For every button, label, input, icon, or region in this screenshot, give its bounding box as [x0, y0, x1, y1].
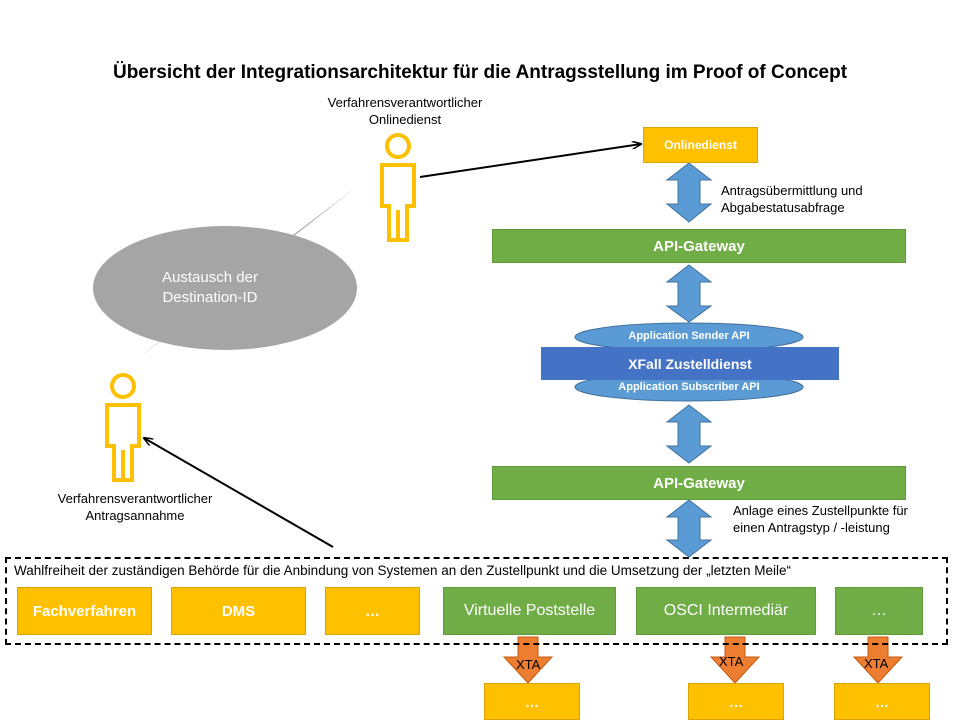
double-arrow-1-icon: [665, 162, 713, 223]
arrow-to-antragsannahme: [144, 438, 334, 548]
subscriber-api-label: Application Subscriber API: [618, 381, 760, 393]
note-antragsuebermittlung-line2: Abgabestatusabfrage: [721, 200, 845, 215]
arrow-to-onlinedienst: [419, 144, 641, 178]
note-antragsuebermittlung-line1: Antragsübermittlung und: [721, 183, 863, 198]
double-arrow-4-icon: [665, 499, 713, 558]
note-anlage-zustellpunkt-line1: Anlage eines Zustellpunkte für: [733, 503, 908, 518]
sender-api-label: Application Sender API: [628, 330, 750, 342]
speech-bubble: [93, 188, 357, 357]
xta-arrow-2-icon: [709, 636, 761, 684]
system-dms: DMS: [171, 587, 306, 635]
person-onlinedienst-icon: [380, 133, 416, 242]
bubble-text-line2: Destination-ID: [162, 289, 258, 306]
system-more-green: …: [835, 587, 923, 635]
person-onlinedienst-label: Verfahrensverantwortlicher Onlinedienst: [300, 94, 510, 128]
double-arrow-2-icon: [665, 264, 713, 323]
person-antragsannahme-label: Verfahrensverantwortlicher Antragsannahm…: [30, 490, 240, 524]
zustelldienst-group: [541, 322, 839, 402]
bubble-text: Austausch der Destination-ID: [130, 268, 290, 308]
xta-label-2: XTA: [719, 654, 744, 669]
api-gateway-bottom: API-Gateway: [492, 466, 906, 500]
system-fachverfahren: Fachverfahren: [17, 587, 152, 635]
xta-arrow-1-icon: [502, 636, 554, 684]
person-onlinedienst-label-line2: Onlinedienst: [368, 112, 442, 127]
note-antragsuebermittlung: Antragsübermittlung und Abgabestatusabfr…: [721, 182, 863, 216]
person-onlinedienst-label-line1: Verfahrensverantwortlicher: [327, 95, 483, 110]
diagram-title: Übersicht der Integrationsarchitektur fü…: [112, 62, 848, 83]
system-osci-intermediaer: OSCI Intermediär: [636, 587, 816, 635]
system-virtuelle-poststelle: Virtuelle Poststelle: [443, 587, 616, 635]
endpoint-1: …: [484, 683, 580, 720]
person-antragsannahme-icon: [105, 373, 141, 482]
note-anlage-zustellpunkt: Anlage eines Zustellpunkte für einen Ant…: [733, 502, 908, 536]
note-anlage-zustellpunkt-line2: einen Antragstyp / -leistung: [733, 520, 890, 535]
system-more-yellow: …: [325, 587, 420, 635]
person-antragsannahme-label-line2: Antragsannahme: [85, 508, 185, 523]
endpoint-2: …: [688, 683, 784, 720]
xta-arrow-3-icon: [852, 636, 904, 684]
wahlfreiheit-text: Wahlfreiheit der zuständigen Behörde für…: [14, 563, 791, 578]
api-gateway-top: API-Gateway: [492, 229, 906, 263]
xta-label-1: XTA: [516, 657, 541, 672]
double-arrow-3-icon: [665, 404, 713, 464]
xta-label-3: XTA: [864, 656, 889, 671]
person-antragsannahme-label-line1: Verfahrensverantwortlicher: [57, 491, 213, 506]
zustelldienst-label: XFall Zustelldienst: [628, 356, 752, 372]
behoerde-dashed-frame: [5, 557, 948, 645]
endpoint-3: …: [834, 683, 930, 720]
zustelldienst-bar: [541, 347, 839, 380]
onlinedienst-box: Onlinedienst: [643, 127, 758, 163]
bubble-text-line1: Austausch der: [162, 269, 258, 286]
